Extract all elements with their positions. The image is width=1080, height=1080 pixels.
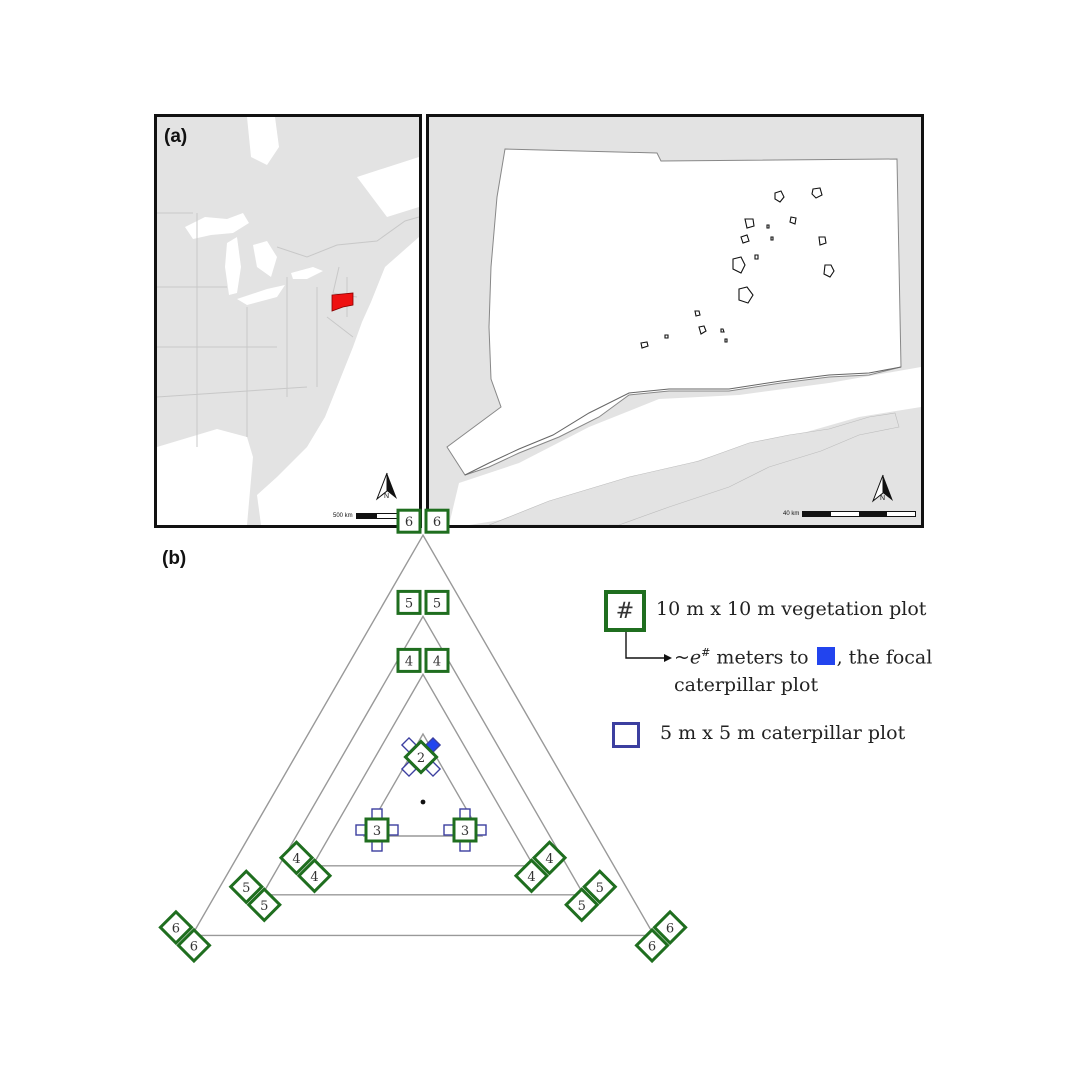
north-arrow-right: N [869,473,897,505]
panel-b-label: (b) [162,548,187,569]
svg-text:2: 2 [417,751,425,766]
scale-label-left: 500 km [333,513,353,519]
svg-text:6: 6 [172,921,180,936]
north-arrow-left: N [373,471,401,503]
veg-plot-4: 4 [296,858,333,894]
svg-text:6: 6 [648,939,656,954]
svg-text:6: 6 [405,515,413,530]
svg-text:4: 4 [310,870,318,885]
svg-text:5: 5 [433,596,441,611]
veg-plot-2: 2 [403,739,439,775]
svg-text:3: 3 [461,824,469,839]
north-arrow-icon [871,474,893,503]
lake-superior [185,213,249,239]
lake-erie [237,285,285,305]
veg-plot-6: 6 [176,927,212,964]
veg-plot-5: 5 [424,589,450,615]
veg-plot-6: 6 [396,508,422,534]
svg-text:4: 4 [527,870,535,885]
north-arrow-icon [375,472,397,501]
veg-plot-5: 5 [396,589,422,615]
legend-distance-line2: caterpillar plot [674,674,819,696]
scale-label-right: 40 km [783,511,800,517]
panel-a-label: (a) [164,126,188,147]
focal-plot-symbol [816,647,835,666]
connecticut-highlight [331,292,354,312]
veg-plot-3: 3 [364,817,390,843]
veg-plot-6: 6 [634,927,670,964]
veg-plot-4: 4 [396,647,422,673]
veg-plot-4: 4 [424,647,450,673]
legend-cat-text: 5 m x 5 m caterpillar plot [660,722,906,744]
veg-plot-4: 4 [531,840,568,876]
svg-text:5: 5 [260,899,268,914]
regional-map-graphic [157,117,419,525]
lake-michigan [225,237,241,295]
ring-4-triangle [311,673,535,867]
legend-arrow [625,632,672,662]
scalebar-right: 40 km [783,511,917,517]
svg-text:4: 4 [292,852,300,867]
veg-plot-6: 6 [424,508,450,534]
svg-text:6: 6 [190,939,198,954]
veg-plot-5: 5 [228,869,264,905]
legend-cat-symbol [612,722,640,748]
veg-plot-3: 3 [452,817,478,843]
svg-text:5: 5 [405,596,413,611]
svg-text:5: 5 [596,881,604,896]
ring-5-triangle [261,615,585,896]
lake-huron [253,241,277,277]
ring-3-triangle [362,732,484,837]
legend-distance-text: ~e# meters to , the focal [674,646,933,669]
svg-text:5: 5 [578,899,586,914]
veg-plot-4: 4 [513,858,550,894]
veg-plot-4: 4 [278,840,315,876]
veg-plot-5: 5 [564,887,600,923]
lake-ontario [291,267,323,279]
legend-veg-symbol: # [604,590,646,632]
center-point [420,799,426,805]
svg-text:4: 4 [433,654,441,669]
study-sites [640,187,835,349]
ring-6-triangle [190,533,656,937]
svg-text:5: 5 [242,881,250,896]
legend-veg-text: 10 m x 10 m vegetation plot [656,598,927,620]
state-map: N 40 km [426,114,924,528]
veg-plot-6: 6 [158,909,194,946]
svg-text:4: 4 [405,654,413,669]
svg-text:3: 3 [373,824,381,839]
svg-text:6: 6 [666,921,674,936]
regional-map: N 500 km [154,114,422,528]
svg-text:4: 4 [545,852,553,867]
veg-plot-5: 5 [582,869,618,905]
veg-plot-6: 6 [652,909,688,946]
state-outline [446,148,902,476]
state-map-graphic [446,148,921,525]
veg-plot-5: 5 [246,887,282,923]
svg-text:6: 6 [433,515,441,530]
